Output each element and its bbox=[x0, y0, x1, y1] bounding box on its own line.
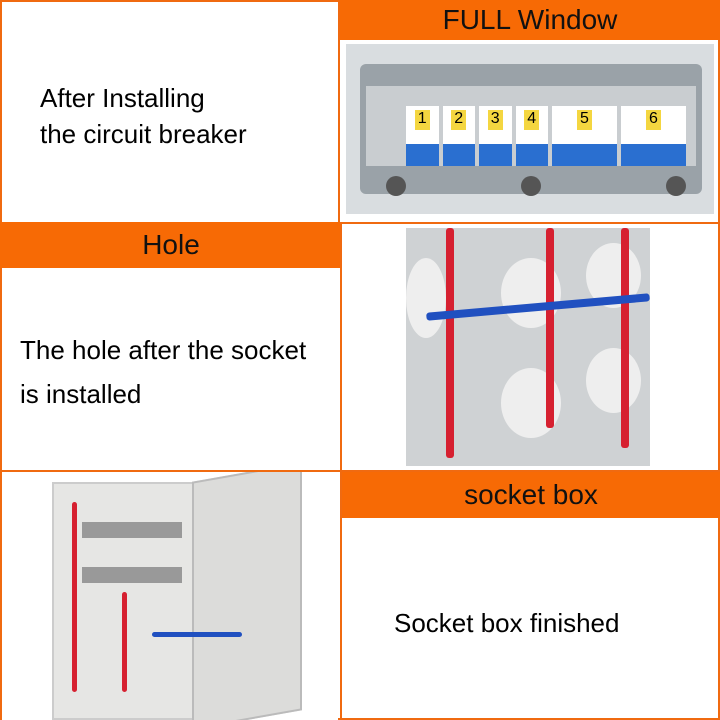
breaker-module: 4 bbox=[515, 106, 548, 166]
caption-cell-1 bbox=[0, 0, 340, 224]
socket-box-photo bbox=[2, 472, 338, 720]
breaker-label: 1 bbox=[414, 110, 430, 130]
breaker-module: 5 bbox=[552, 106, 617, 166]
socket-holes-photo bbox=[406, 228, 650, 466]
breaker-label: 2 bbox=[451, 110, 467, 130]
caption-2: The hole after the socket is installed bbox=[20, 335, 307, 409]
header-hole: Hole bbox=[0, 222, 342, 268]
breaker-label: 4 bbox=[524, 110, 540, 130]
breaker-label: 3 bbox=[487, 110, 503, 130]
header-full-window: FULL Window bbox=[340, 0, 720, 40]
breaker-module: 2 bbox=[442, 106, 475, 166]
breaker-label: 6 bbox=[646, 110, 661, 130]
breaker-module: 6 bbox=[621, 106, 686, 166]
breaker-module: 3 bbox=[479, 106, 512, 166]
caption-3: Socket box finished bbox=[394, 608, 620, 638]
caption-1: After Installing the circuit breaker bbox=[40, 83, 247, 149]
breaker-module: 1 bbox=[406, 106, 439, 166]
breaker-label: 5 bbox=[577, 110, 592, 130]
header-socket-box: socket box bbox=[342, 472, 720, 518]
